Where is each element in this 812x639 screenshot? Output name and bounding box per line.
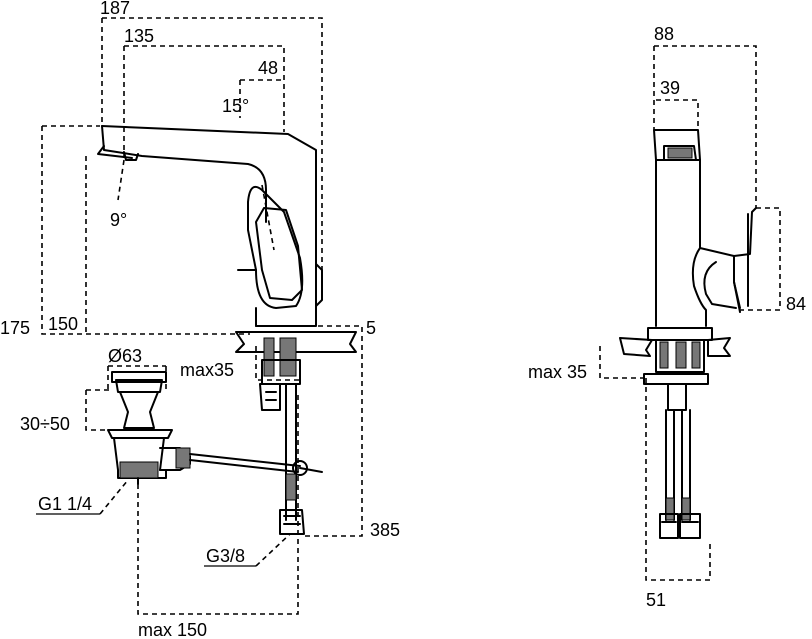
dim-base-step: 5	[366, 318, 376, 338]
side-deck	[619, 327, 731, 411]
dim-spout-height: 150	[48, 314, 78, 334]
dim-handle-offset: 48	[258, 58, 278, 78]
dim-spout-width: 39	[660, 78, 680, 98]
side-supply	[659, 409, 701, 539]
faucet-body	[97, 125, 323, 327]
dim-depth: 88	[654, 24, 674, 44]
dim-total-height: 175	[0, 318, 30, 338]
dim-hose-length: 385	[370, 520, 400, 540]
side-faucet-body	[653, 129, 757, 327]
dim-base-width: 51	[646, 590, 666, 610]
side-view: 88 39 84 max 35 51	[528, 24, 806, 610]
dim-max-rod: max 150	[138, 620, 207, 639]
dim-waste-diameter: Ø63	[108, 346, 142, 366]
dim-spout-reach: 135	[124, 26, 154, 46]
front-supply	[279, 383, 305, 535]
front-dimension-lines	[41, 17, 363, 615]
dim-spout-angle: 9°	[110, 210, 127, 230]
front-deck	[235, 331, 357, 411]
dim-side-max-deck: max 35	[528, 362, 587, 382]
dim-waste-range: 30÷50	[20, 414, 70, 434]
dim-supply-thread: G3/8	[206, 546, 245, 566]
side-dimension-lines	[599, 45, 781, 581]
dim-overall-reach: 187	[100, 0, 130, 18]
front-view: 187 135 48 15° 9° 175 150 5 max35 Ø63 30…	[0, 0, 400, 639]
front-waste	[107, 371, 323, 485]
dim-waste-thread: G1 1/4	[38, 494, 92, 514]
dim-max-deck: max35	[180, 360, 234, 380]
dim-handle-height: 84	[786, 294, 806, 314]
dim-handle-angle: 15°	[222, 96, 249, 116]
